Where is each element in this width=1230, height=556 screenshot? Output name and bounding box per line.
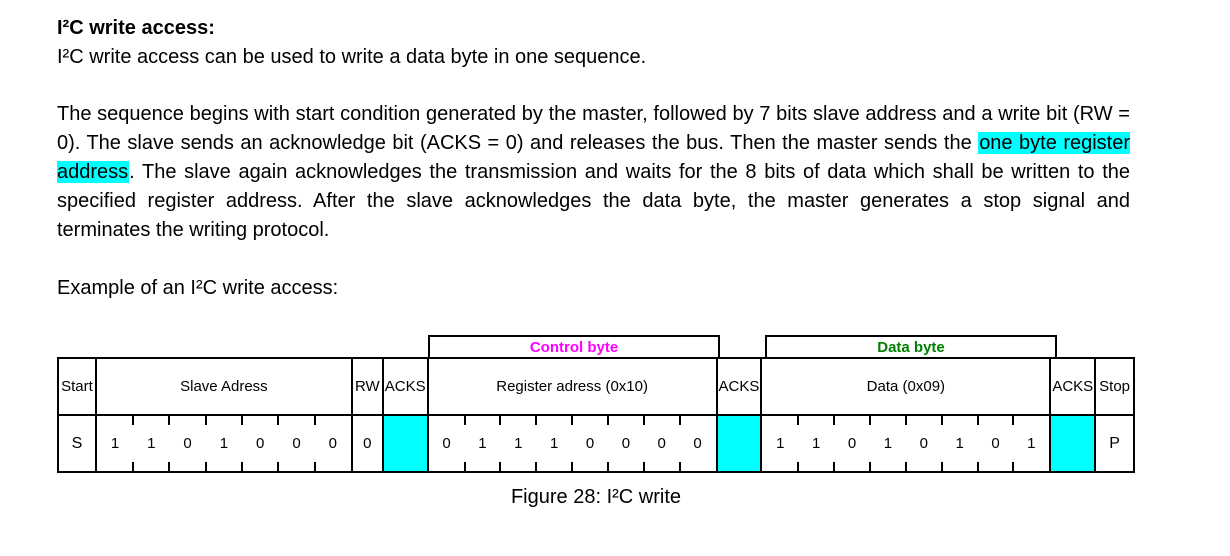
page-title: I²C write access:	[57, 17, 215, 39]
body-text-before: The sequence begins with start condition…	[57, 103, 1130, 154]
byte-group-labels: Control byte Data byte	[57, 335, 1135, 359]
header-row: Start Slave Adress RW ACKS Register adre…	[59, 359, 1133, 414]
acks-cell-3	[1051, 416, 1097, 471]
bit-value: 1	[1012, 416, 1049, 471]
stop-condition-bit: P	[1109, 434, 1120, 452]
bit-value: 0	[168, 416, 205, 471]
figure-caption: Figure 28: I²C write	[510, 486, 682, 508]
bit-value: 1	[204, 416, 242, 471]
bit-value: 1	[535, 416, 572, 471]
header-start: Start	[59, 359, 97, 414]
bit-value: 0	[904, 416, 942, 471]
example-label: Example of an I²C write access:	[57, 277, 339, 299]
intro-line: I²C write access can be used to write a …	[57, 46, 647, 68]
i2c-write-diagram: Control byte Data byte Start Slave Adres…	[57, 335, 1135, 509]
i2c-sequence-table: Start Slave Adress RW ACKS Register adre…	[57, 357, 1135, 473]
control-byte-label: Control byte	[428, 335, 720, 359]
bit-value: 0	[606, 416, 644, 471]
document-page: I²C write access: I²C write access can b…	[57, 14, 1135, 509]
bit-value: 1	[940, 416, 978, 471]
header-acks-3: ACKS	[1051, 359, 1097, 414]
bit-value: 1	[776, 435, 785, 452]
bit-value: 0	[642, 416, 680, 471]
bit-value: 0	[277, 416, 314, 471]
header-slave-address: Slave Adress	[97, 359, 353, 414]
acks-cell-1	[383, 416, 429, 471]
rw-bit: 0	[353, 416, 384, 471]
body-paragraph: The sequence begins with start condition…	[57, 100, 1131, 245]
bit-value: 0	[678, 416, 716, 471]
header-rw: RW	[353, 359, 384, 414]
bit-value: 1	[110, 435, 120, 452]
header-acks-2: ACKS	[718, 359, 763, 414]
bit-value: 1	[463, 416, 501, 471]
bit-value: 0	[442, 435, 451, 452]
bit-value: 1	[499, 416, 536, 471]
bit-value: 1	[797, 416, 834, 471]
data-byte-label: Data byte	[765, 335, 1057, 359]
start-condition-bit: S	[59, 416, 97, 471]
header-stop: Stop	[1099, 378, 1131, 395]
header-register-address: Register adress (0x10)	[429, 359, 718, 414]
acks-cell-2	[717, 416, 763, 471]
text-block: I²C write access: I²C write access can b…	[57, 14, 1131, 303]
header-data: Data (0x09)	[762, 359, 1052, 414]
bit-value: 0	[313, 416, 351, 471]
bit-value: 1	[868, 416, 906, 471]
bit-value: 0	[833, 416, 870, 471]
bit-value: 0	[241, 416, 278, 471]
bit-value: 0	[571, 416, 608, 471]
bit-value: 0	[976, 416, 1014, 471]
header-acks-1: ACKS	[384, 359, 429, 414]
bit-value: 1	[132, 416, 169, 471]
body-text-after: . The slave again acknowledges the trans…	[57, 161, 1130, 241]
